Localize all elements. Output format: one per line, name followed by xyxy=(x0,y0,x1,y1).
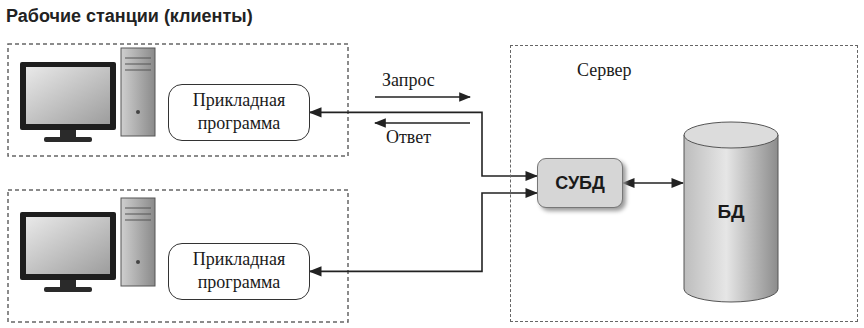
workstation-frame xyxy=(8,44,348,156)
connector xyxy=(623,182,683,184)
diagram-title: Рабочие станции (клиенты) xyxy=(6,6,253,27)
database-cylinder: БД xyxy=(683,121,779,303)
flow-label: Запрос xyxy=(382,70,435,91)
request-arrow xyxy=(375,96,470,98)
computer-icon xyxy=(20,48,155,142)
node-text: СУБД xyxy=(555,173,605,194)
connector xyxy=(310,193,537,271)
response-arrow xyxy=(375,122,470,124)
node-text: Прикладная программа xyxy=(177,89,301,136)
connector xyxy=(310,112,537,176)
program-box: Прикладная программа xyxy=(168,84,310,141)
node-text: БД xyxy=(717,201,744,223)
dbms-box: СУБД xyxy=(537,158,623,208)
flow-label: Ответ xyxy=(386,127,431,148)
node-text: Прикладная программа xyxy=(177,248,301,295)
computer-icon xyxy=(20,198,155,292)
workstation-frame xyxy=(8,190,348,322)
program-box: Прикладная программа xyxy=(168,243,310,300)
server-region: СерверСУБД БД xyxy=(510,45,858,322)
node-text: Сервер xyxy=(577,60,632,81)
